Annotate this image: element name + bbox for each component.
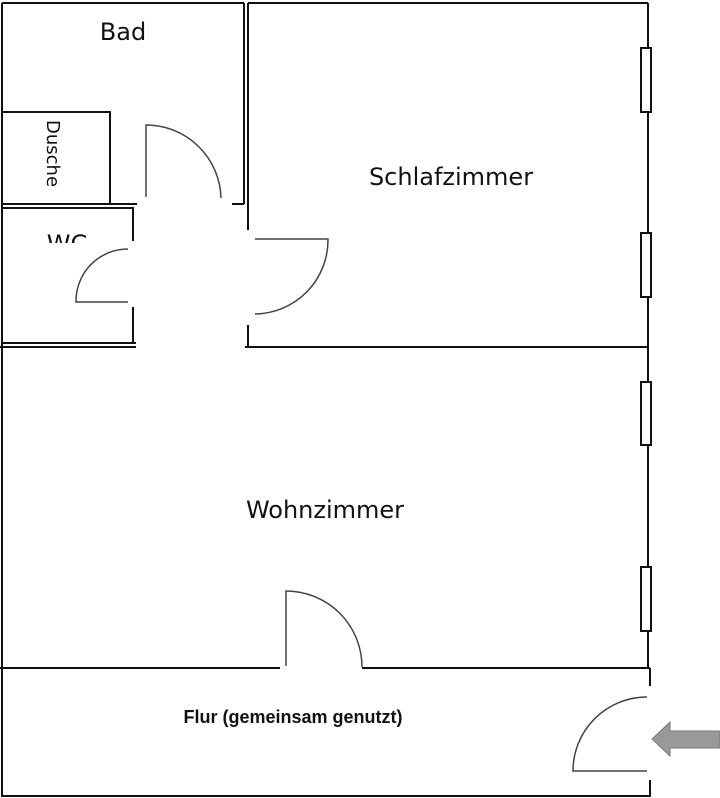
room-label-schlafzimmer: Schlafzimmer — [369, 163, 533, 191]
room-label-bad: Bad — [100, 18, 146, 46]
walls — [0, 2, 651, 797]
door-wc — [75, 248, 129, 303]
entrance-arrow-icon — [651, 720, 720, 758]
door-wohnzimmer — [285, 590, 363, 668]
windows — [640, 47, 652, 632]
door-entrance — [572, 696, 648, 772]
door-bad — [145, 124, 222, 199]
room-label-wohnzimmer: Wohnzimmer — [246, 496, 404, 524]
room-label-wc: WC — [47, 230, 88, 258]
room-label-dusche: Dusche — [42, 120, 63, 187]
window-wohnzimmer-1 — [640, 381, 652, 446]
window-wohnzimmer-2 — [640, 566, 652, 632]
room-label-flur: Flur (gemeinsam genutzt) — [183, 707, 402, 727]
window-schlafzimmer-2 — [640, 232, 652, 298]
window-schlafzimmer-1 — [640, 47, 652, 113]
door-schlafzimmer — [254, 238, 329, 315]
doors — [75, 124, 648, 772]
